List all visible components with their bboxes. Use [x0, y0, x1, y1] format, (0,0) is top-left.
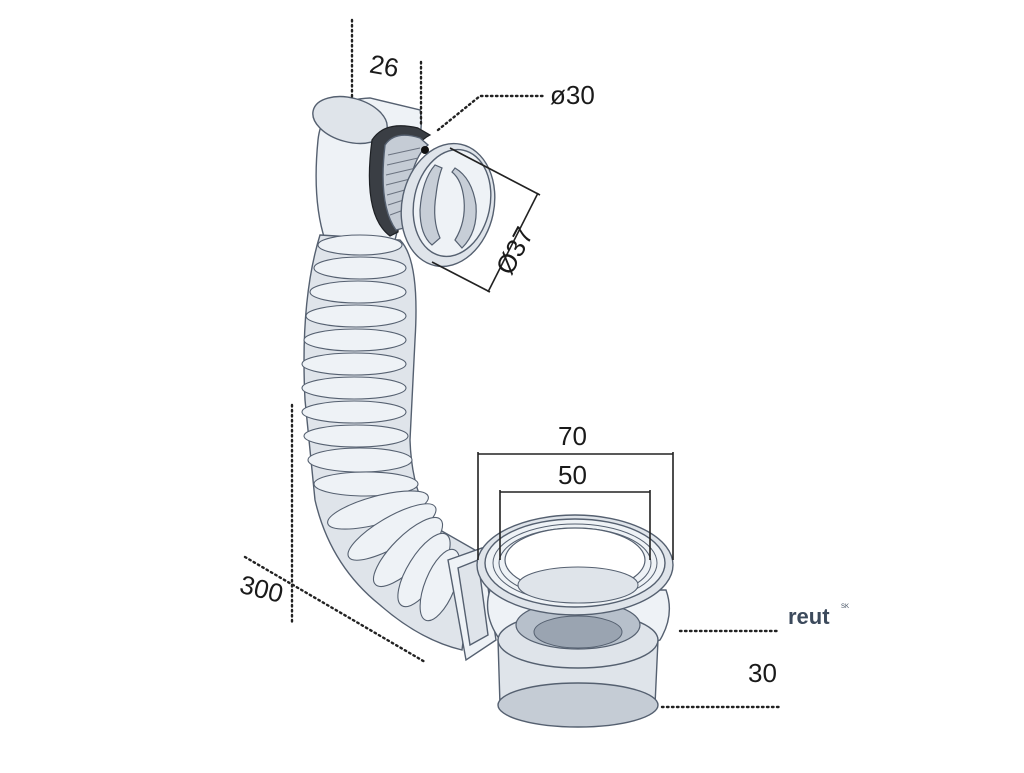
waste-top-flange — [476, 514, 674, 616]
dim-d30-label: ø30 — [550, 80, 595, 110]
overflow-cover-plate — [400, 142, 496, 268]
dimension-d30: ø30 — [436, 80, 595, 132]
dim-70-label: 70 — [558, 421, 587, 451]
reut-logo: reut SK — [788, 604, 849, 629]
dim-26-label: 26 — [367, 49, 401, 84]
dim-d37-label: Ø37 — [490, 222, 540, 279]
dim-300-label: 300 — [237, 569, 286, 609]
dimension-70: 70 — [477, 421, 674, 560]
logo-text: reut — [788, 604, 830, 629]
flexible-corrugated-hose — [301, 234, 476, 651]
dimension-26: 26 — [350, 18, 423, 127]
dim-50-label: 50 — [558, 460, 587, 490]
dim-30-label: 30 — [748, 658, 777, 688]
logo-sup: SK — [841, 604, 849, 610]
dimension-50: 50 — [499, 460, 651, 560]
dimension-30: 30 — [660, 629, 782, 709]
